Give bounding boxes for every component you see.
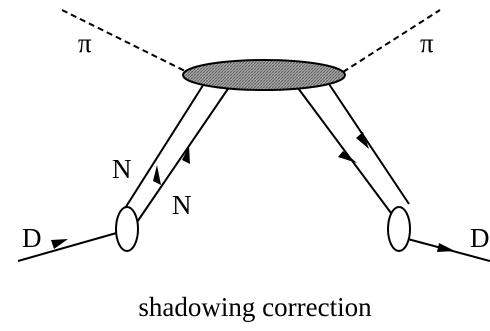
- label-pion-in: π: [78, 28, 92, 58]
- left-nucleon-line-outer: [121, 78, 208, 214]
- right-nucleon-line-inner: [326, 80, 410, 205]
- scattering-blob: [182, 59, 346, 91]
- label-nucleon-right: N: [172, 190, 192, 220]
- outgoing-deuteron-arrow: [437, 243, 455, 252]
- incoming-deuteron-arrow: [51, 239, 68, 249]
- right-nucleon-line-outer: [294, 83, 392, 214]
- outgoing-pion-line: [342, 9, 441, 73]
- label-deuteron-out: D: [470, 223, 490, 253]
- label-nucleon-left: N: [112, 154, 132, 184]
- left-nucleon-line-inner: [132, 79, 235, 229]
- label-deuteron-in: D: [22, 223, 42, 253]
- right-nucleon-arrow-outer: [338, 151, 357, 163]
- caption: shadowing correction: [138, 292, 372, 322]
- left-deuteron-vertex: [115, 206, 139, 252]
- incoming-deuteron-line: [17, 231, 121, 262]
- incoming-pion-line: [61, 9, 188, 73]
- left-nucleon-arrow-inner: [182, 146, 190, 164]
- label-pion-out: π: [420, 28, 434, 58]
- right-nucleon-arrow-inner: [356, 132, 369, 149]
- right-deuteron-vertex: [387, 206, 411, 252]
- left-nucleon-arrow-outer: [153, 165, 161, 185]
